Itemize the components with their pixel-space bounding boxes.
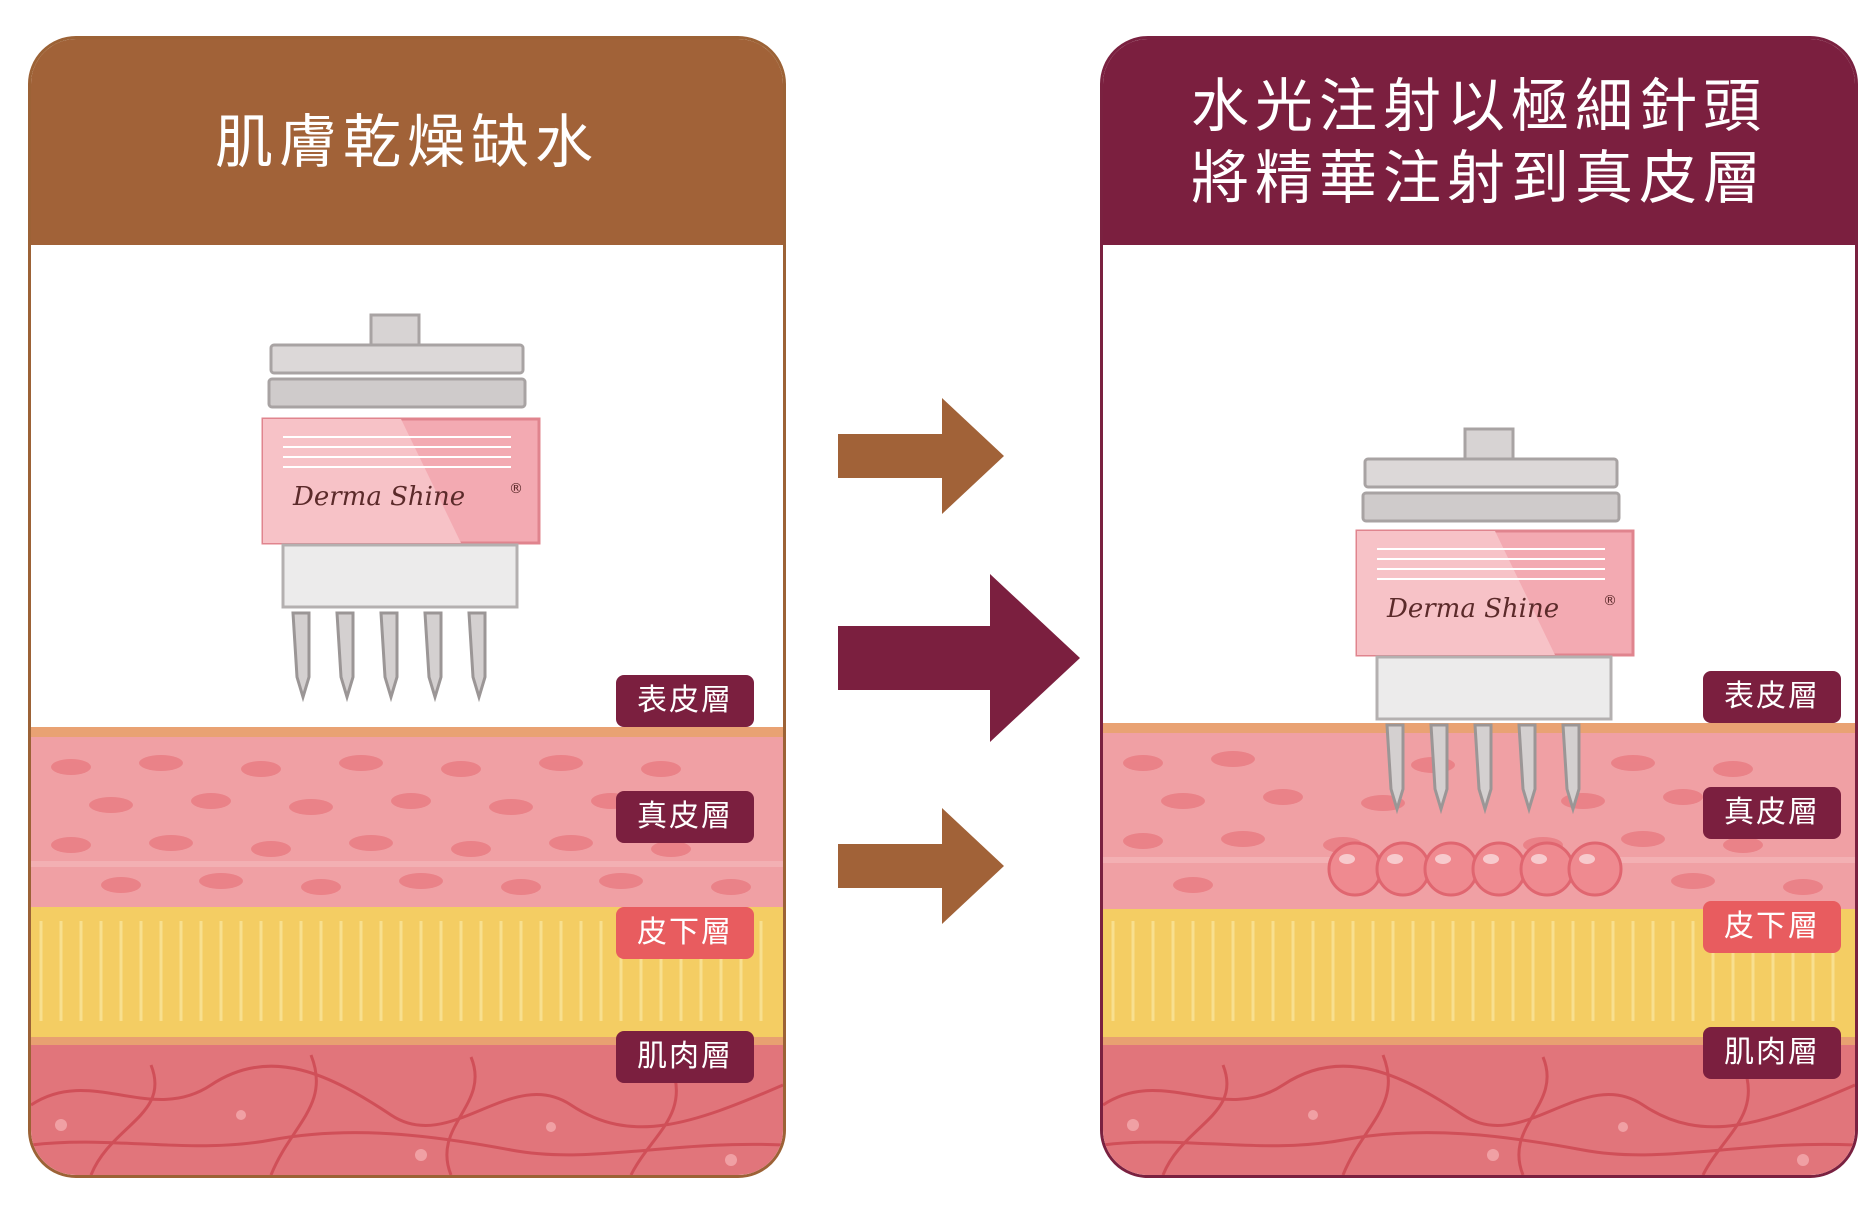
microneedle-device: Derma Shine ® — [261, 313, 541, 703]
svg-text:®: ® — [509, 481, 523, 497]
left-label-subcutaneous: 皮下層 — [616, 907, 754, 959]
arrow-middle — [838, 574, 1080, 742]
right-skin-illustration: Derma Shine ® — [1103, 427, 1855, 1175]
device-logo-text: Derma Shine — [292, 482, 465, 512]
left-skin-illustration: Derma Shine ® — [31, 313, 783, 1175]
arrow-bottom — [838, 808, 1004, 924]
right-panel-title-line2: 將精華注射到真皮層 — [1190, 144, 1767, 212]
device-logo-text: Derma Shine — [1386, 594, 1559, 624]
left-label-dermis: 真皮層 — [616, 791, 754, 843]
right-label-epidermis: 表皮層 — [1703, 671, 1841, 723]
right-panel-title-line1: 水光注射以極細針頭 — [1190, 72, 1767, 140]
epidermis-layer — [31, 727, 783, 737]
right-label-muscle: 肌肉層 — [1703, 1027, 1841, 1079]
left-label-muscle: 肌肉層 — [616, 1031, 754, 1083]
right-label-subcutaneous: 皮下層 — [1703, 901, 1841, 953]
right-label-dermis: 真皮層 — [1703, 787, 1841, 839]
left-panel-header: 肌膚乾燥缺水 — [31, 39, 783, 245]
left-label-epidermis: 表皮層 — [616, 675, 754, 727]
right-panel-header: 水光注射以極細針頭 將精華注射到真皮層 — [1103, 39, 1855, 245]
svg-text:®: ® — [1603, 593, 1617, 609]
left-panel: 肌膚乾燥缺水 Derma Shine ® — [28, 36, 786, 1178]
right-panel: 水光注射以極細針頭 將精華注射到真皮層 — [1100, 36, 1858, 1178]
left-panel-title: 肌膚乾燥缺水 — [214, 108, 599, 176]
microneedle-device: Derma Shine ® — [1355, 427, 1635, 815]
arrow-top — [838, 398, 1004, 514]
